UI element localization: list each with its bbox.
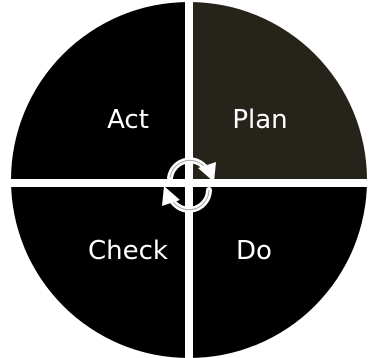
quadrant-act xyxy=(11,2,189,180)
label-act: Act xyxy=(107,105,149,135)
upper-arrowhead xyxy=(198,162,216,182)
label-plan: Plan xyxy=(232,105,287,135)
quadrant-check xyxy=(11,180,189,358)
quadrant-plan xyxy=(189,2,367,180)
label-do: Do xyxy=(236,236,272,266)
horizontal-divider xyxy=(0,179,378,187)
label-check: Check xyxy=(88,236,168,266)
quadrant-do xyxy=(189,180,367,358)
refresh-cycle-icon xyxy=(162,157,216,213)
lower-arrowhead xyxy=(162,186,180,206)
